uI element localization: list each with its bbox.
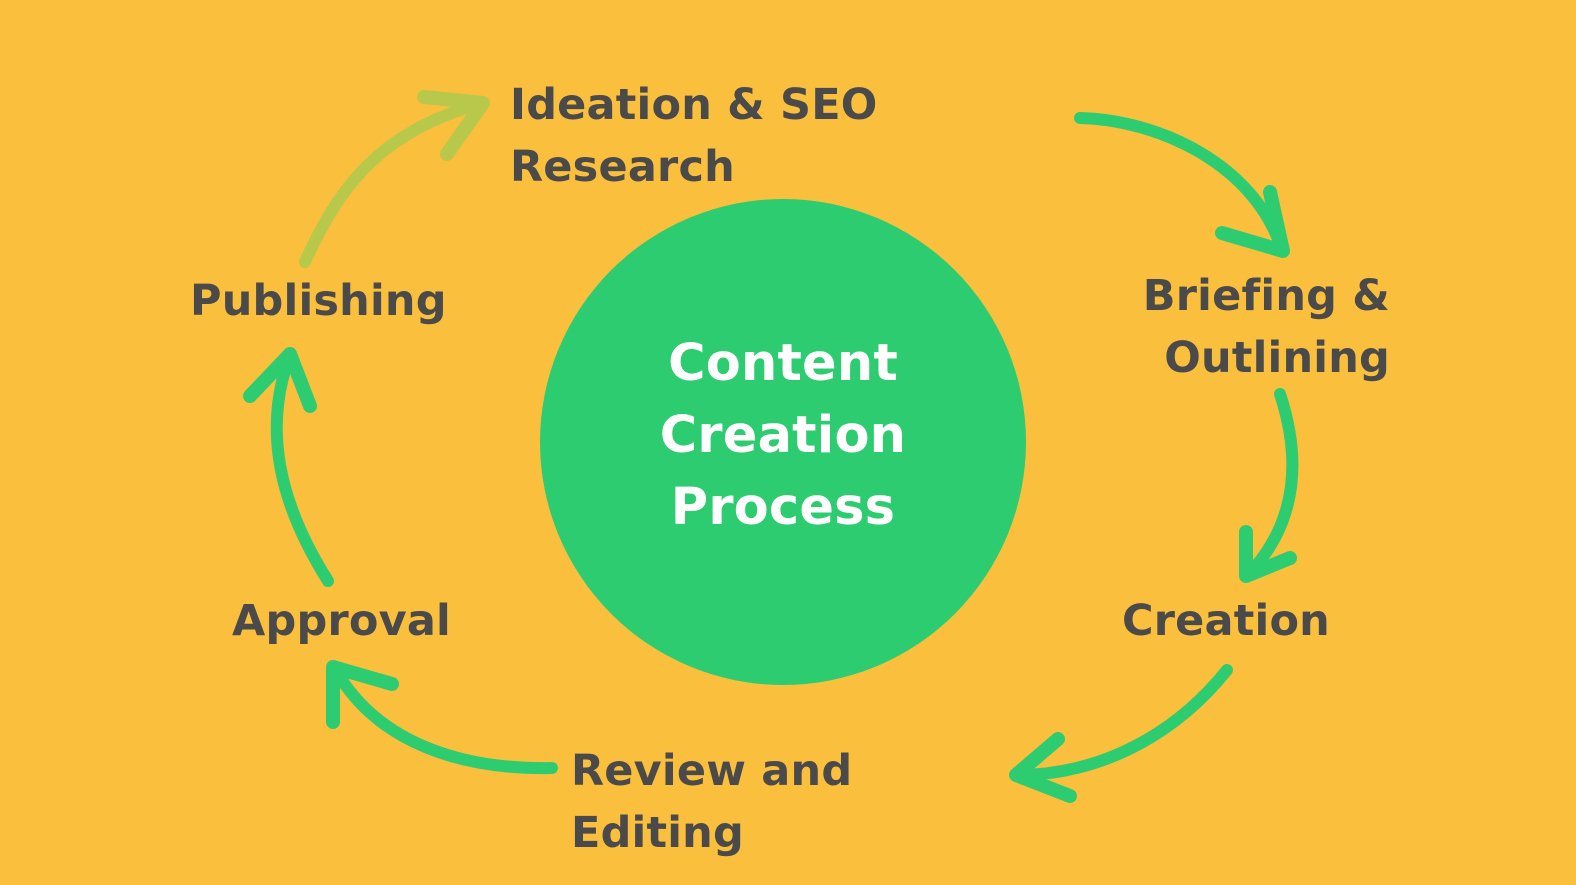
arrow-head xyxy=(417,90,490,161)
arrow-briefing-to-creation xyxy=(1239,388,1299,583)
arrow-shaft xyxy=(1011,664,1233,781)
step-approval: Approval xyxy=(232,596,451,646)
step-creation: Creation xyxy=(1122,596,1330,646)
arrow-shaft xyxy=(270,349,334,587)
arrow-head xyxy=(1009,732,1077,803)
arrow-creation-to-review xyxy=(1009,664,1233,803)
arrow-head xyxy=(1215,185,1290,258)
step-publishing: Publishing xyxy=(190,276,447,326)
arrow-shaft xyxy=(328,661,558,775)
step-briefing-outlining: Briefing & Outlining xyxy=(1142,271,1390,383)
arrow-review-to-approval xyxy=(326,660,558,775)
arrow-approval-to-publishing xyxy=(243,347,334,587)
arrow-head xyxy=(326,660,399,729)
center-title: Content Creation Process xyxy=(659,334,907,537)
arrow-shaft xyxy=(1242,388,1299,581)
arrow-head xyxy=(1239,525,1297,583)
center-circle: Content Creation Process xyxy=(540,199,1026,685)
step-review-editing: Review and Editing xyxy=(571,746,853,858)
arrow-head xyxy=(243,347,317,413)
arrow-publishing-to-ideation xyxy=(299,90,490,268)
arrow-shaft xyxy=(1074,112,1288,256)
arrow-ideation-to-briefing xyxy=(1074,112,1290,258)
step-ideation-seo-research: Ideation & SEO Research xyxy=(510,80,878,192)
arrow-shaft xyxy=(299,97,488,268)
